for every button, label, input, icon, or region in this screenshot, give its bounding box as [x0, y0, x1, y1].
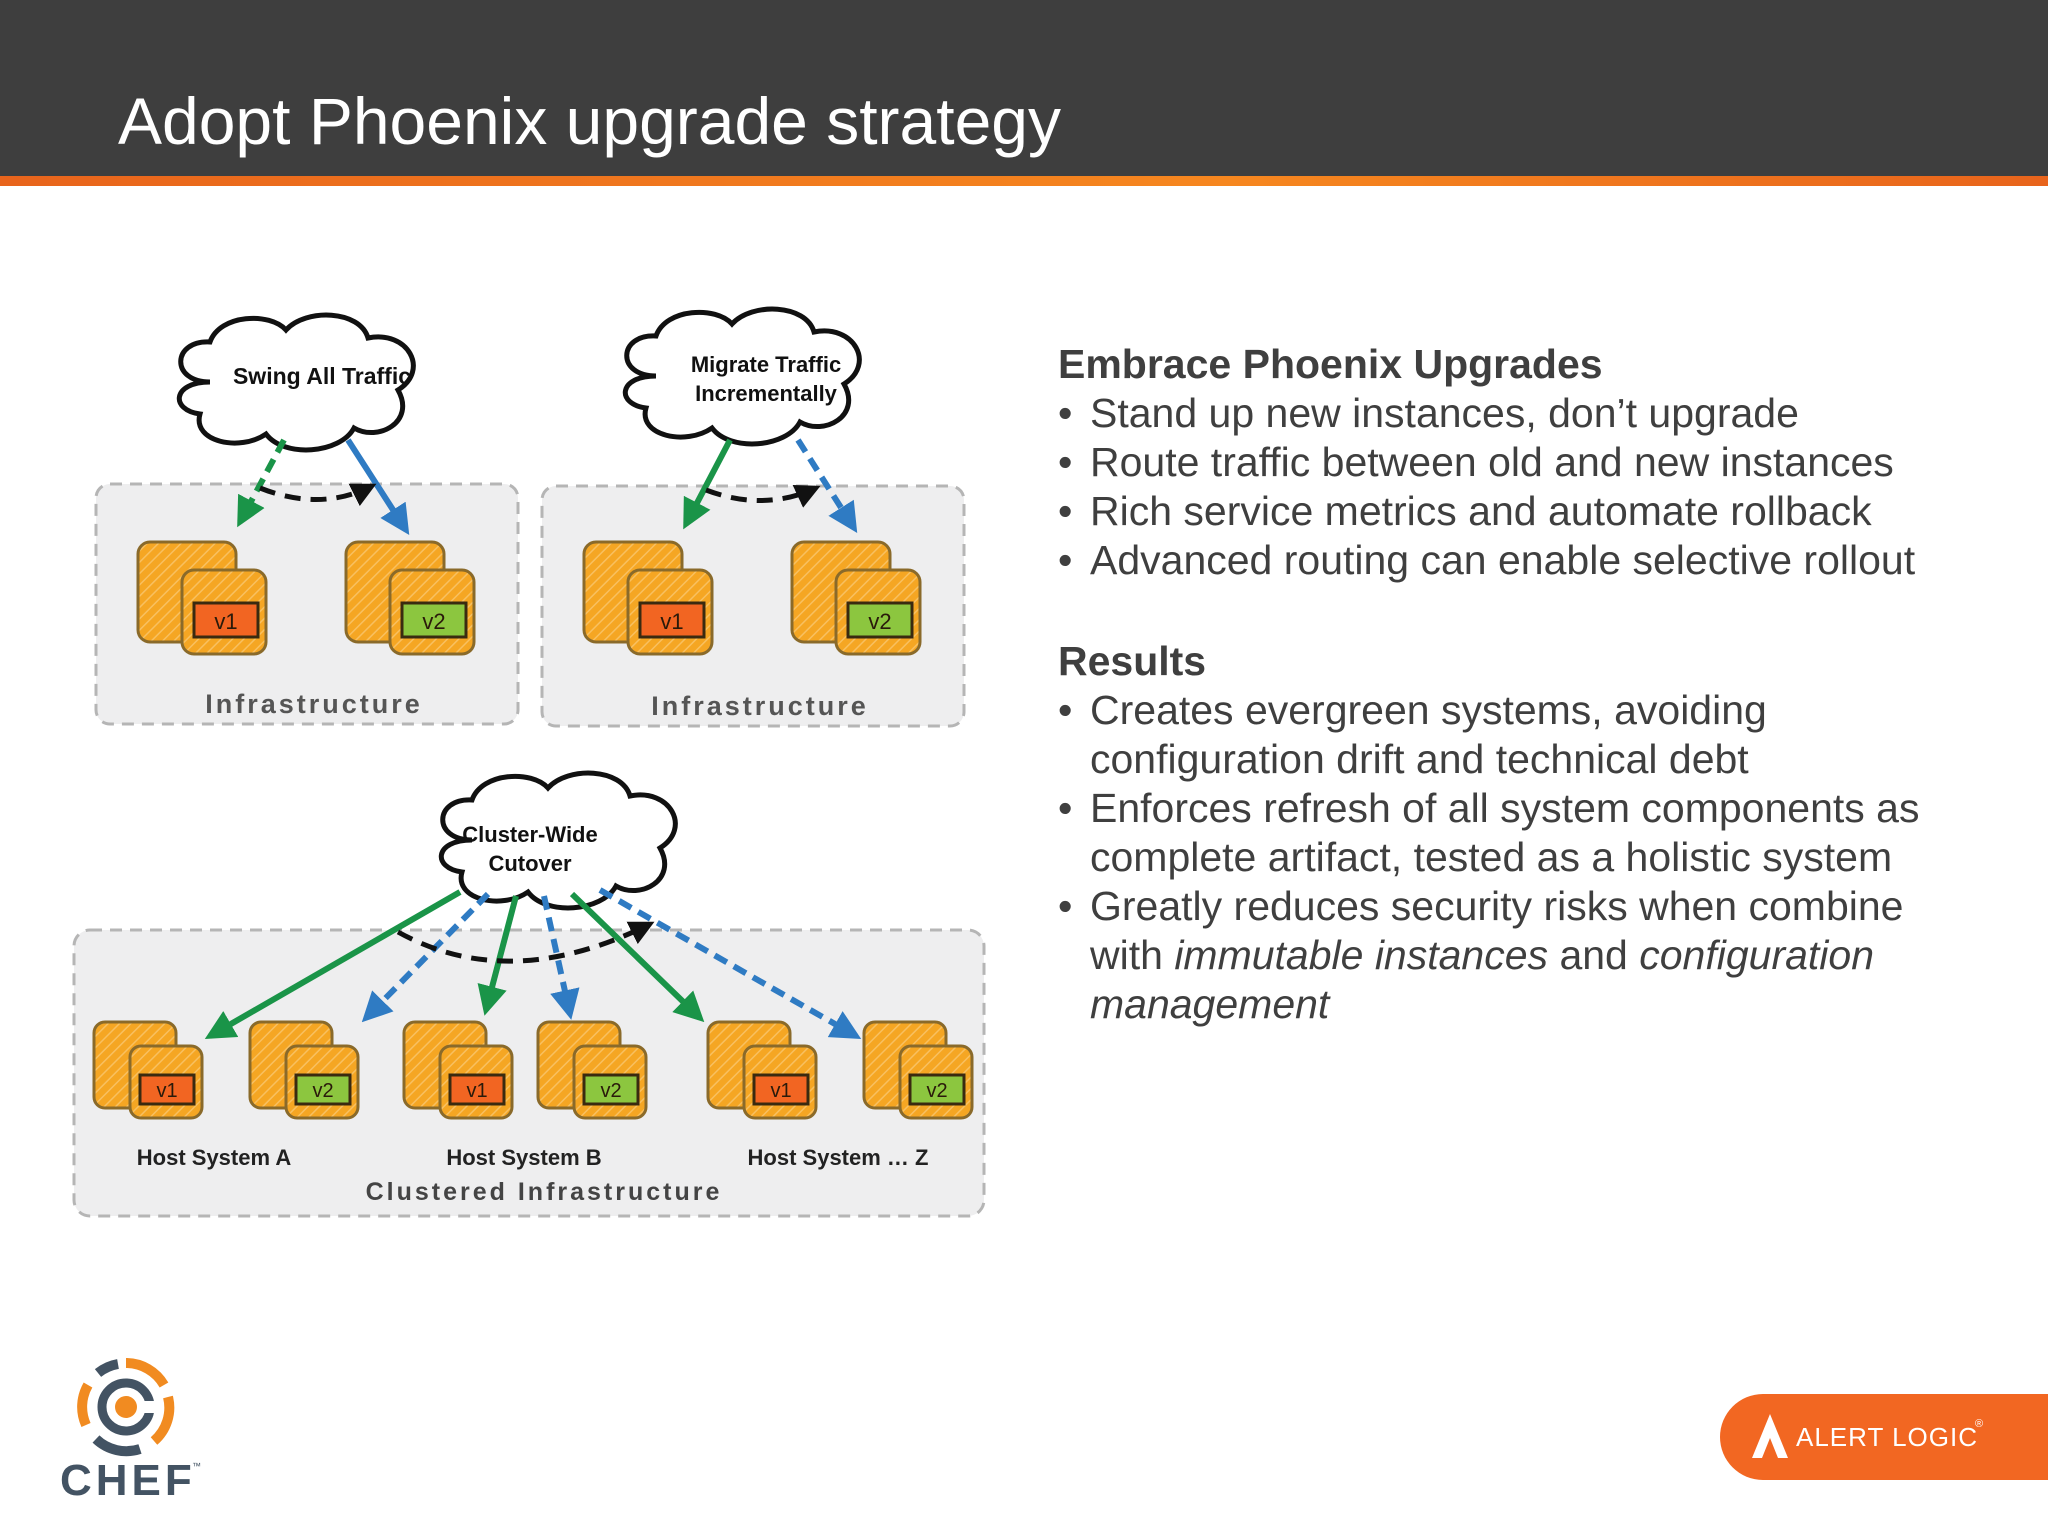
- alert-logic-icon: [1750, 1412, 1790, 1462]
- infra-label-top-left: Infrastructure: [205, 689, 423, 719]
- infra-label-clustered: Clustered Infrastructure: [366, 1178, 723, 1206]
- header-accent-stripe: [0, 176, 2048, 186]
- phoenix-diagram: v1 v2 Infrastructure Swing All Traffic v…: [60, 290, 1000, 1235]
- list-item: Route traffic between old and new instan…: [1058, 438, 2018, 487]
- chef-trademark: ™: [192, 1461, 201, 1471]
- result-line: Creates evergreen systems, avoiding: [1090, 687, 1767, 733]
- list-item: Stand up new instances, don’t upgrade: [1058, 389, 2018, 438]
- svg-text:v1: v1: [156, 1080, 177, 1102]
- host-label-z: Host System … Z: [748, 1145, 929, 1170]
- svg-text:v2: v2: [926, 1080, 947, 1102]
- svg-text:v1: v1: [214, 609, 237, 634]
- cloud-label-cluster-2: Cutover: [488, 851, 572, 876]
- result-text: with: [1090, 932, 1174, 978]
- infra-label-top-right: Infrastructure: [651, 691, 869, 721]
- svg-text:v1: v1: [660, 609, 683, 634]
- list-item: Rich service metrics and automate rollba…: [1058, 487, 2018, 536]
- list-item: Creates evergreen systems, avoiding conf…: [1058, 686, 2018, 784]
- content-panel: Embrace Phoenix Upgrades Stand up new in…: [1058, 340, 2018, 1029]
- result-line: complete artifact, tested as a holistic …: [1090, 834, 1892, 880]
- alert-logic-registered: ®: [1975, 1418, 1983, 1430]
- emphasis-management: management: [1090, 981, 1329, 1027]
- emphasis-configuration: configuration: [1639, 932, 1874, 978]
- list-item: Enforces refresh of all system component…: [1058, 784, 2018, 882]
- result-line: Enforces refresh of all system component…: [1090, 785, 1919, 831]
- emphasis-immutable: immutable instances: [1174, 932, 1548, 978]
- alert-logic-wordmark: ALERT LOGIC: [1796, 1422, 1978, 1453]
- cloud-label-swing: Swing All Traffic: [233, 363, 411, 389]
- svg-text:v1: v1: [770, 1080, 791, 1102]
- heading-embrace: Embrace Phoenix Upgrades: [1058, 340, 2018, 389]
- host-label-a: Host System A: [137, 1145, 292, 1170]
- cloud-label-migrate-2: Incrementally: [695, 381, 838, 406]
- svg-text:v1: v1: [466, 1080, 487, 1102]
- results-list: Creates evergreen systems, avoiding conf…: [1058, 686, 2018, 1029]
- heading-results: Results: [1058, 637, 2018, 686]
- svg-text:v2: v2: [600, 1080, 621, 1102]
- svg-text:v2: v2: [312, 1080, 333, 1102]
- embrace-list: Stand up new instances, don’t upgrade Ro…: [1058, 389, 2018, 585]
- chef-logo: CHEF ™: [56, 1355, 206, 1510]
- result-line: Greatly reduces security risks when comb…: [1090, 883, 1903, 929]
- list-item: Advanced routing can enable selective ro…: [1058, 536, 2018, 585]
- cloud-label-migrate-1: Migrate Traffic: [691, 352, 841, 377]
- result-text: and: [1548, 932, 1639, 978]
- host-label-b: Host System B: [446, 1145, 601, 1170]
- cloud-label-cluster-1: Cluster-Wide: [462, 822, 597, 847]
- result-line: configuration drift and technical debt: [1090, 736, 1749, 782]
- chef-mark-icon: [82, 1363, 169, 1451]
- infra-box-clustered: [74, 930, 984, 1216]
- alert-logic-badge: ALERT LOGIC ®: [1720, 1394, 2048, 1480]
- slide-title: Adopt Phoenix upgrade strategy: [118, 88, 1061, 154]
- svg-text:v2: v2: [422, 609, 445, 634]
- list-item: Greatly reduces security risks when comb…: [1058, 882, 2018, 1029]
- chef-wordmark: CHEF: [60, 1456, 196, 1505]
- svg-text:v2: v2: [868, 609, 891, 634]
